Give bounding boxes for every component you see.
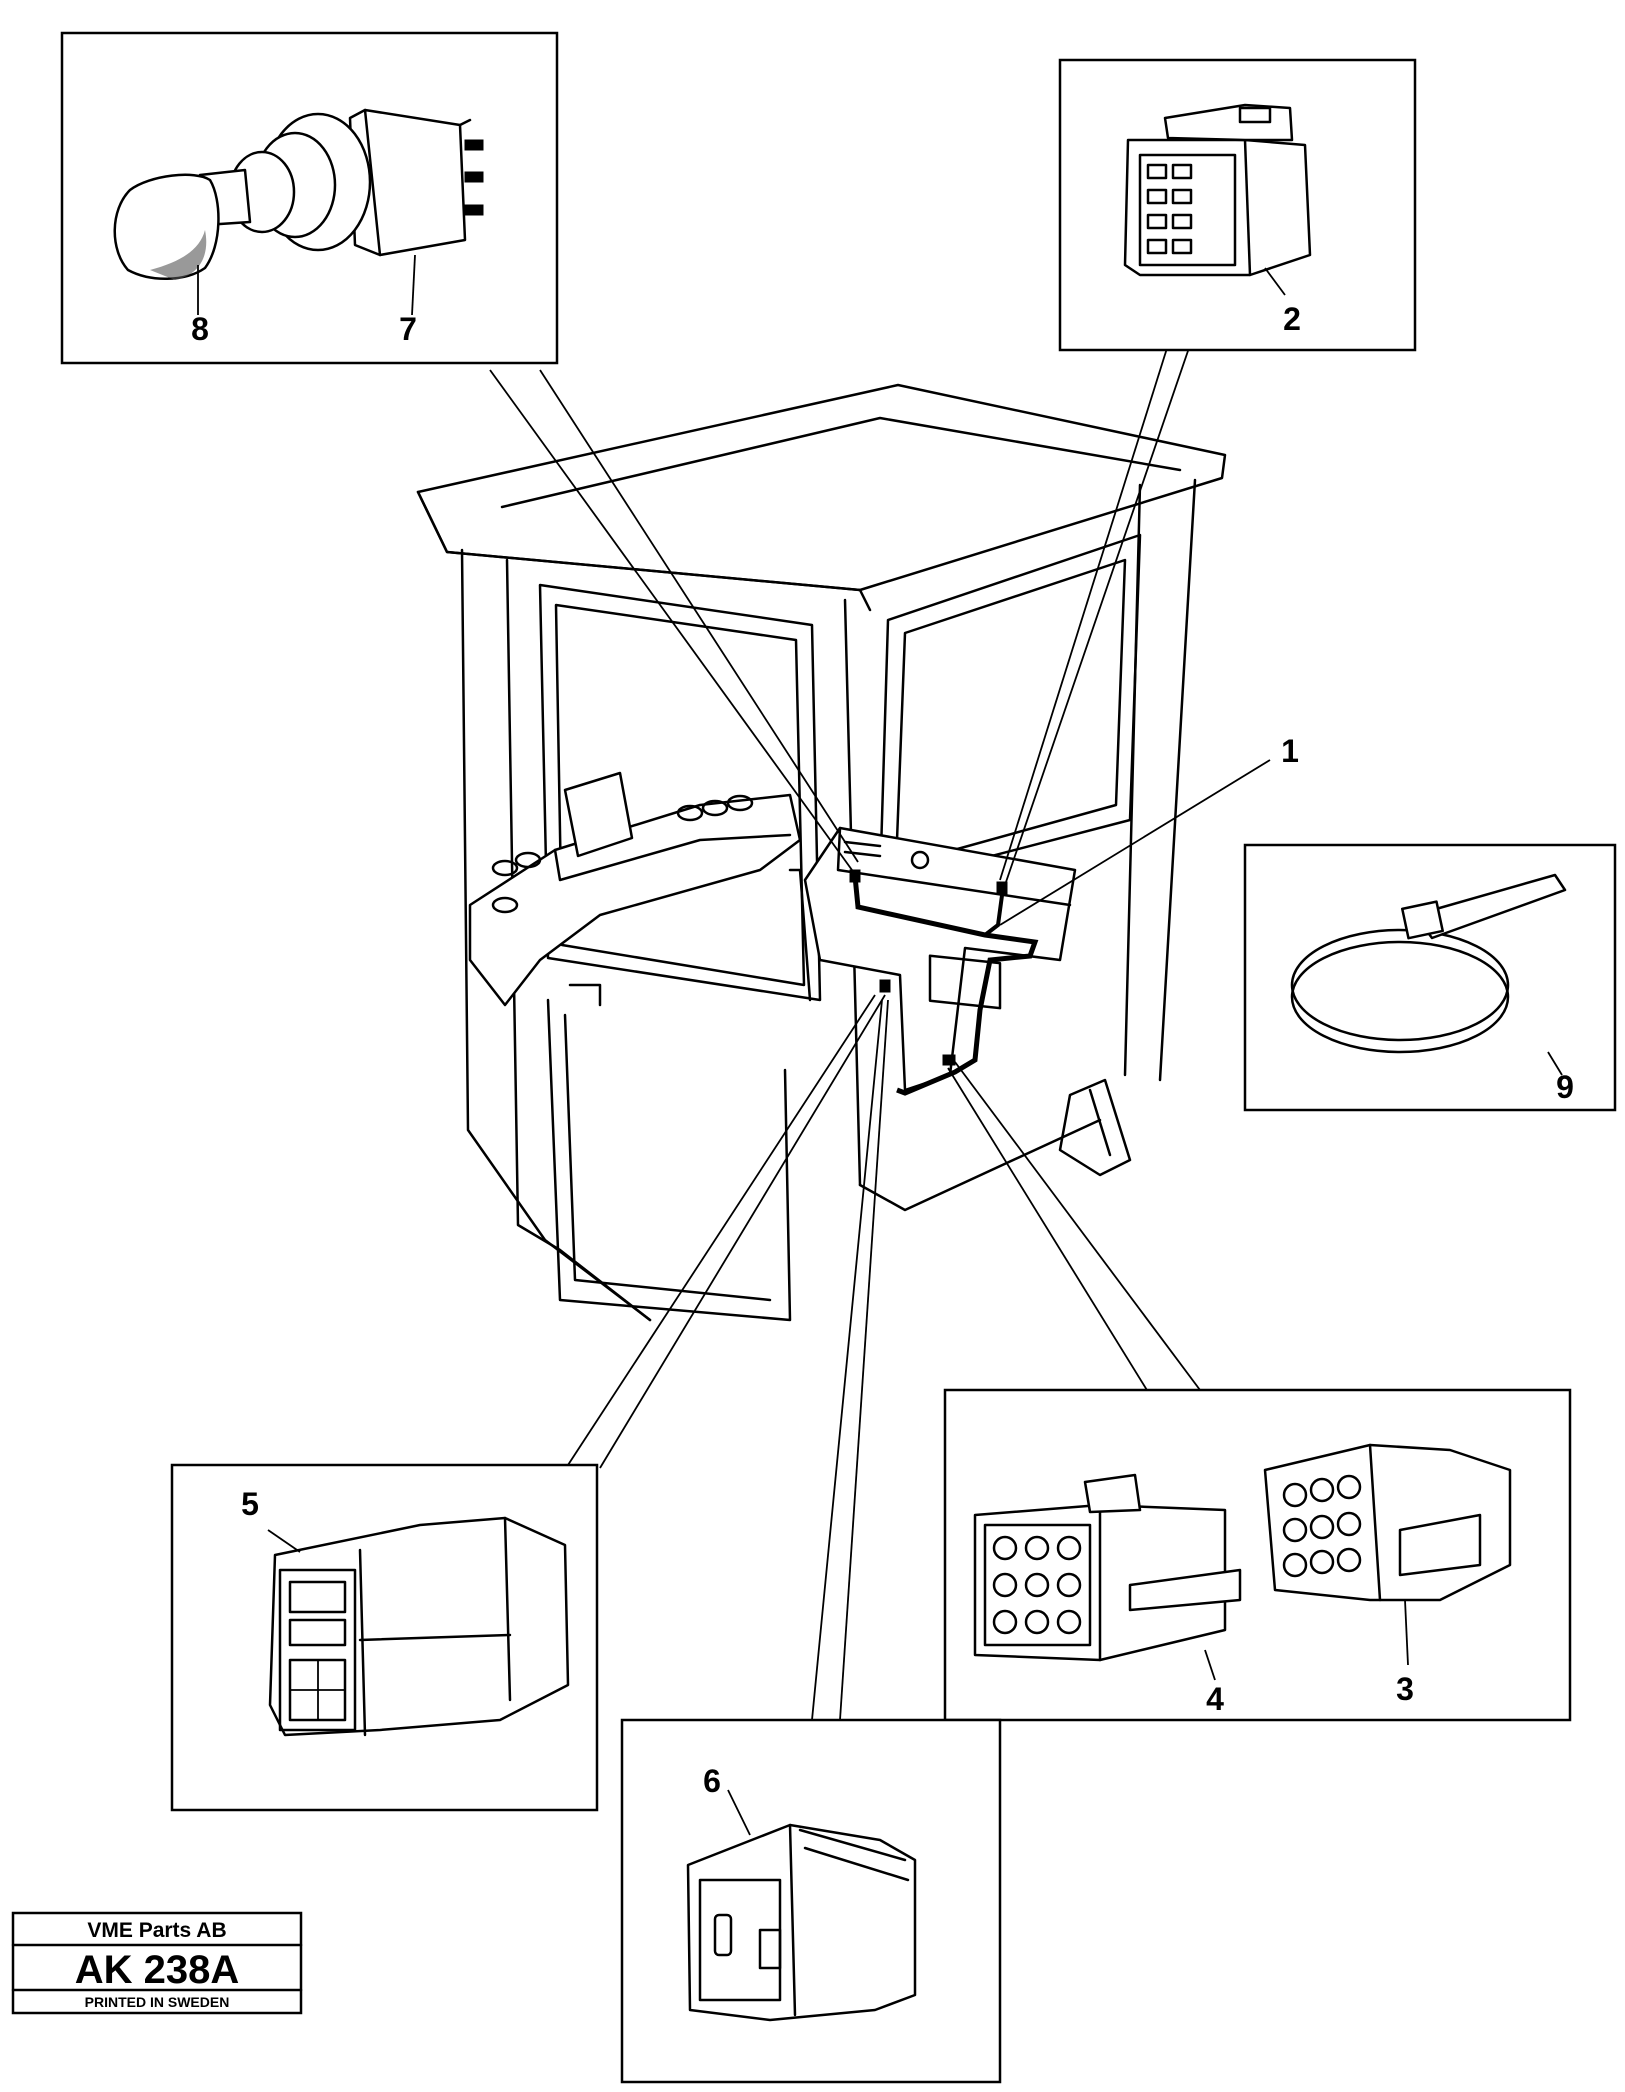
cab-illustration: [416, 383, 1227, 1322]
callout-2: 2: [1283, 301, 1301, 337]
callout-9: 9: [1556, 1069, 1574, 1105]
connector-5-part: [267, 1516, 570, 1737]
callout-6: 6: [703, 1763, 721, 1799]
cable-tie-part: [1290, 873, 1567, 1076]
connector-4-part: [973, 1473, 1242, 1681]
callout-8: 8: [191, 311, 209, 347]
title-code: AK 238A: [75, 1948, 240, 1992]
callout-3: 3: [1396, 1671, 1414, 1707]
callout-7: 7: [399, 311, 417, 347]
callout-1: 1: [1281, 733, 1299, 769]
title-block: VME Parts AB AK 238A PRINTED IN SWEDEN: [11, 1911, 303, 2015]
connector-6-part: [686, 1789, 917, 2022]
push-pull-switch-part: [113, 108, 484, 316]
connector-2-part: [1123, 103, 1312, 296]
connector-3-part: [1263, 1443, 1512, 1666]
leader-lines: [489, 344, 1271, 1721]
title-company: VME Parts AB: [87, 1919, 226, 1942]
title-printed: PRINTED IN SWEDEN: [85, 1994, 230, 2010]
callout-4: 4: [1206, 1681, 1224, 1717]
callout-5: 5: [241, 1486, 259, 1522]
